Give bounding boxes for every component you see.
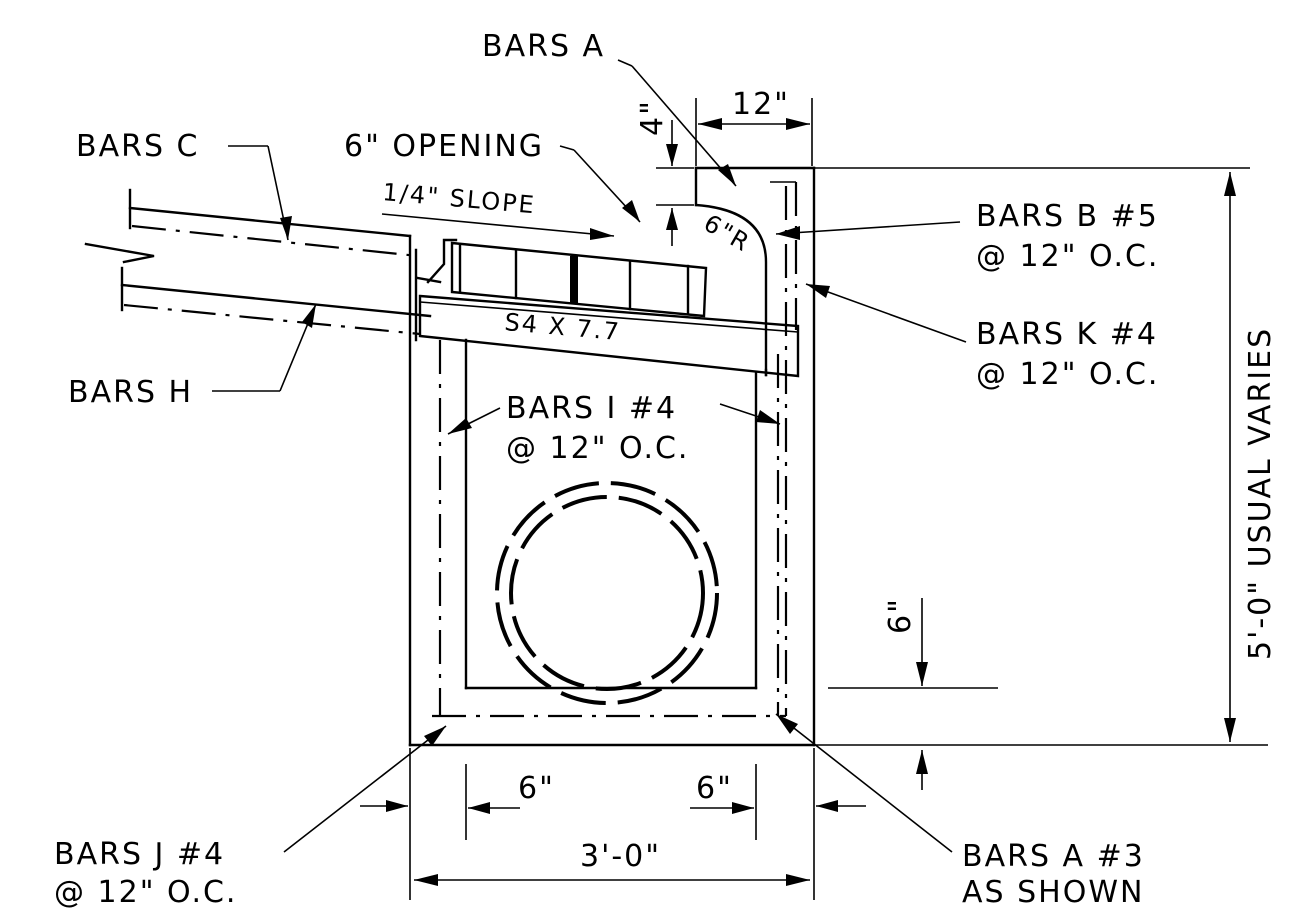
label-bars-b-1: BARS B #5	[976, 199, 1159, 234]
label-slope: 1/4" SLOPE	[381, 178, 536, 219]
label-dim-6-right: 6"	[883, 597, 918, 634]
label-bars-i-1: BARS I #4	[506, 391, 677, 426]
label-bars-j-1: BARS J #4	[54, 837, 225, 872]
label-bars-k-2: @ 12" O.C.	[976, 357, 1159, 392]
slab-pipe	[84, 188, 432, 342]
pipe-circle	[495, 481, 719, 705]
label-height: 5'-0" USUAL VARIES	[1243, 327, 1278, 660]
label-radius: 6"R	[699, 209, 755, 258]
label-width: 3'-0"	[580, 839, 661, 874]
label-bars-j-2: @ 12" O.C.	[54, 875, 237, 910]
label-bars-a3-1: BARS A #3	[962, 839, 1145, 874]
label-bars-a-top: BARS A	[482, 29, 605, 64]
label-bars-a3-2: AS SHOWN	[962, 875, 1144, 910]
grate-assembly	[416, 238, 800, 378]
dimension-lines	[360, 98, 1268, 900]
label-dim-6-mid: 6"	[696, 771, 733, 806]
label-opening: 6" OPENING	[344, 129, 544, 164]
label-bars-i-2: @ 12" O.C.	[506, 431, 689, 466]
leader-lines	[212, 59, 967, 853]
label-bars-k-1: BARS K #4	[976, 317, 1158, 352]
label-beam: S4 X 7.7	[503, 308, 621, 346]
label-bars-c: BARS C	[76, 129, 199, 164]
label-bars-h: BARS H	[68, 375, 193, 410]
rebar-lines	[432, 181, 798, 718]
label-dim-6-left: 6"	[518, 771, 555, 806]
label-dim-12: 12"	[732, 87, 790, 122]
text-labels: BARS A 12" 4" BARS C 6" OPENING 1/4" SLO…	[54, 29, 1278, 910]
label-bars-b-2: @ 12" O.C.	[976, 239, 1159, 274]
label-dim-4: 4"	[635, 99, 670, 136]
